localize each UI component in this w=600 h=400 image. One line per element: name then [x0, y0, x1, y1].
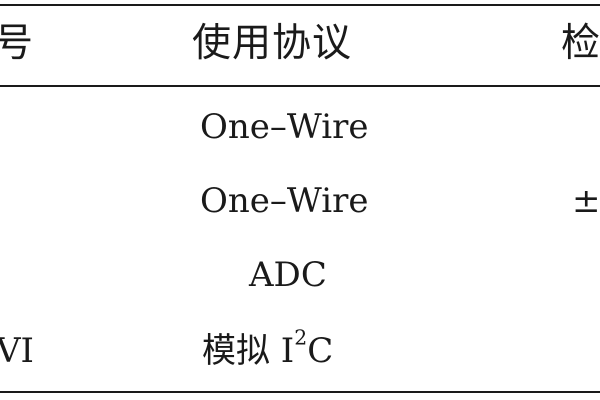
header-col0-fragment: 号 [0, 21, 34, 66]
top-rule [0, 4, 600, 6]
row4-protocol-superscript: 2 [294, 325, 308, 350]
row4-col0-fragment: VI [0, 331, 34, 371]
row4-protocol-prefix: 模拟 I [202, 331, 295, 371]
header-protocol: 使用协议 [192, 21, 353, 66]
row2-protocol: One–Wire [200, 181, 369, 221]
row2-col2-fragment: ± [572, 181, 600, 221]
header-col2-fragment: 检 [561, 21, 600, 66]
header-rule [0, 85, 600, 87]
row1-protocol: One–Wire [200, 107, 369, 147]
row4-protocol: 模拟 I2C [202, 327, 334, 371]
row4-protocol-suffix: C [307, 331, 334, 371]
bottom-rule [0, 391, 600, 393]
row3-protocol: ADC [249, 255, 327, 295]
